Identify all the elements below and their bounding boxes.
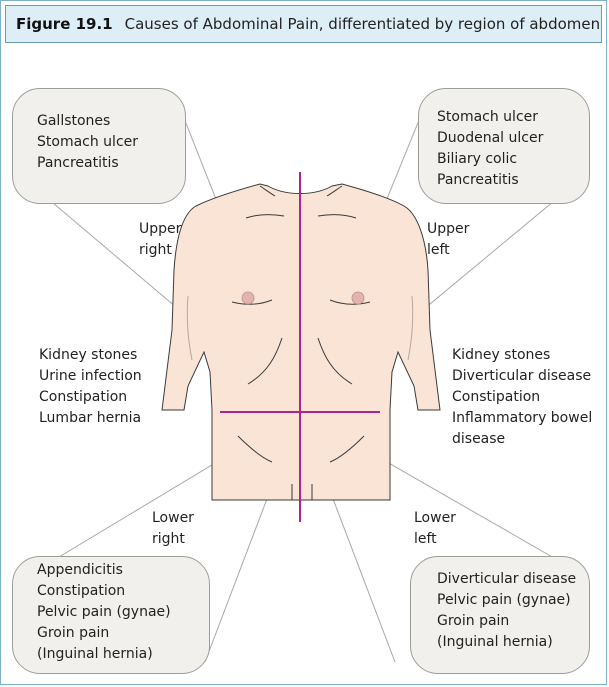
cause-item: Pancreatitis: [37, 155, 119, 171]
nipple-left: [351, 291, 365, 305]
region-label-lower-right: Lower right: [152, 508, 194, 550]
region-word: left: [414, 531, 437, 547]
anatomy-lines: [186, 185, 414, 500]
cause-item: Duodenal ulcer: [437, 130, 544, 146]
cause-item: Constipation: [37, 583, 126, 599]
box-lower-right-causes: Appendicitis Constipation Pelvic pain (g…: [12, 556, 210, 674]
cause-item: Stomach ulcer: [437, 109, 539, 125]
cause-item: Stomach ulcer: [37, 134, 139, 150]
quadrant-lines: [220, 172, 380, 522]
nipple-right: [241, 291, 255, 305]
cause-item: Diverticular disease: [452, 368, 592, 384]
cause-item: Pancreatitis: [437, 172, 519, 188]
region-label-upper-right: Upper right: [139, 219, 181, 261]
cause-item: Urine infection: [39, 368, 142, 384]
cause-item: Kidney stones: [452, 347, 551, 363]
region-word: right: [139, 242, 172, 258]
region-word: Lower: [414, 510, 456, 526]
figure-header: Figure 19.1 Causes of Abdominal Pain, di…: [5, 5, 602, 43]
cause-item: Kidney stones: [39, 347, 138, 363]
cause-item: Gallstones: [37, 113, 111, 129]
figure-label: Figure 19.1: [16, 15, 113, 33]
region-label-upper-left: Upper left: [427, 219, 469, 261]
cause-item: Constipation: [452, 389, 541, 405]
cause-item: Constipation: [39, 389, 128, 405]
left-side-causes: Kidney stones Diverticular disease Const…: [452, 345, 592, 450]
cause-item: Lumbar hernia: [39, 410, 142, 426]
figure-title: Causes of Abdominal Pain, differentiated…: [124, 15, 601, 33]
cause-item: Groin pain: [37, 625, 110, 641]
region-word: Upper: [139, 221, 182, 237]
right-side-causes: Kidney stones Urine infection Constipati…: [39, 345, 142, 429]
cause-item: Appendicitis: [37, 562, 123, 578]
cause-item: disease: [452, 431, 506, 447]
box-lower-left-causes: Diverticular disease Pelvic pain (gynae)…: [410, 556, 590, 674]
box-upper-left-causes: Stomach ulcer Duodenal ulcer Biliary col…: [418, 88, 590, 204]
cause-item: (Inguinal hernia): [437, 634, 553, 650]
region-word: Upper: [427, 221, 470, 237]
cause-item: Pelvic pain (gynae): [437, 592, 571, 608]
cause-item: Biliary colic: [437, 151, 518, 167]
region-word: right: [152, 531, 185, 547]
cause-item: Diverticular disease: [437, 571, 577, 587]
cause-item: Inflammatory bowel: [452, 410, 593, 426]
box-upper-right-causes: Gallstones Stomach ulcer Pancreatitis: [12, 88, 186, 204]
region-word: left: [427, 242, 450, 258]
region-label-lower-left: Lower left: [414, 508, 456, 550]
region-word: Lower: [152, 510, 194, 526]
cause-item: Groin pain: [437, 613, 510, 629]
cause-item: Pelvic pain (gynae): [37, 604, 171, 620]
cause-item: (Inguinal hernia): [37, 646, 153, 662]
